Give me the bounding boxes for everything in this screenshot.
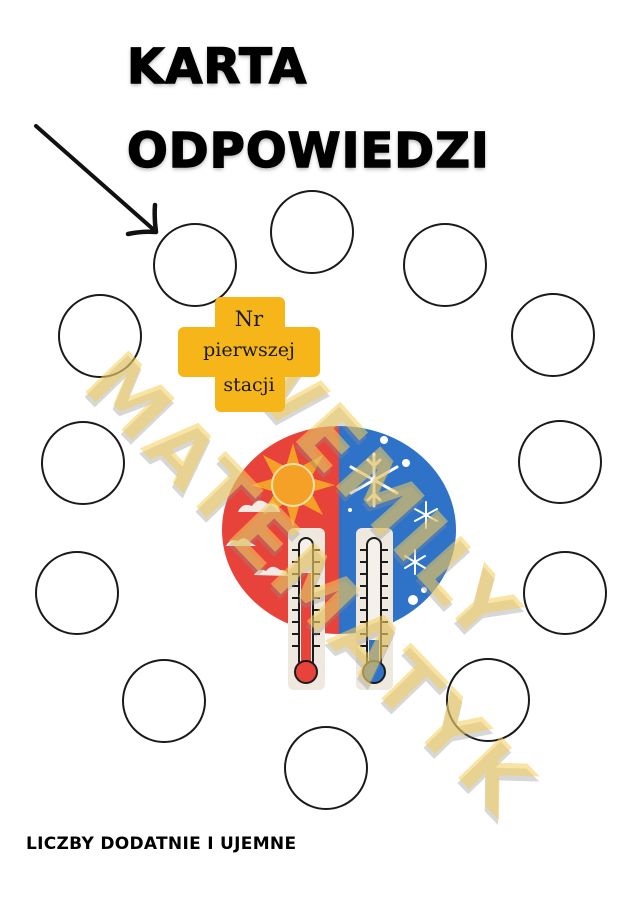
snowflake-icon [349,452,399,508]
answer-circle-5[interactable] [518,420,602,504]
answer-circle-10[interactable] [35,551,119,635]
topic-subtitle: LICZBY DODATNIE I UJEMNE [26,834,297,854]
hot-cold-thermometer-illustration [222,426,456,690]
arrow-icon [34,124,159,237]
answer-circle-12[interactable] [58,294,142,378]
badge-cross-horizontal [178,327,320,377]
answer-circle-4[interactable] [511,293,595,377]
badge-line-2: pierwszej [203,339,295,361]
first-station-badge: Nr pierwszej stacji [178,297,320,412]
answer-circle-3[interactable] [403,223,487,307]
badge-line-3: stacji [223,374,275,396]
answer-circle-8[interactable] [284,726,368,810]
thermometer-hot-icon [292,537,320,684]
snowflake-icon [414,501,438,529]
answer-circle-2[interactable] [270,190,354,274]
answer-circle-9[interactable] [122,659,206,743]
answer-circle-11[interactable] [41,421,125,505]
answer-circle-1[interactable] [153,223,237,307]
answer-circle-6[interactable] [523,551,607,635]
thermometer-cold-icon [360,537,388,684]
sun-icon [251,443,335,527]
page-title-line-2: ODPOWIEDZI [126,123,490,179]
page-title-line-1: KARTA [126,39,308,95]
snowflake-icon [404,549,426,575]
badge-line-1: Nr [234,307,264,331]
answer-circle-7[interactable] [446,658,530,742]
cloud-icon [226,500,288,576]
